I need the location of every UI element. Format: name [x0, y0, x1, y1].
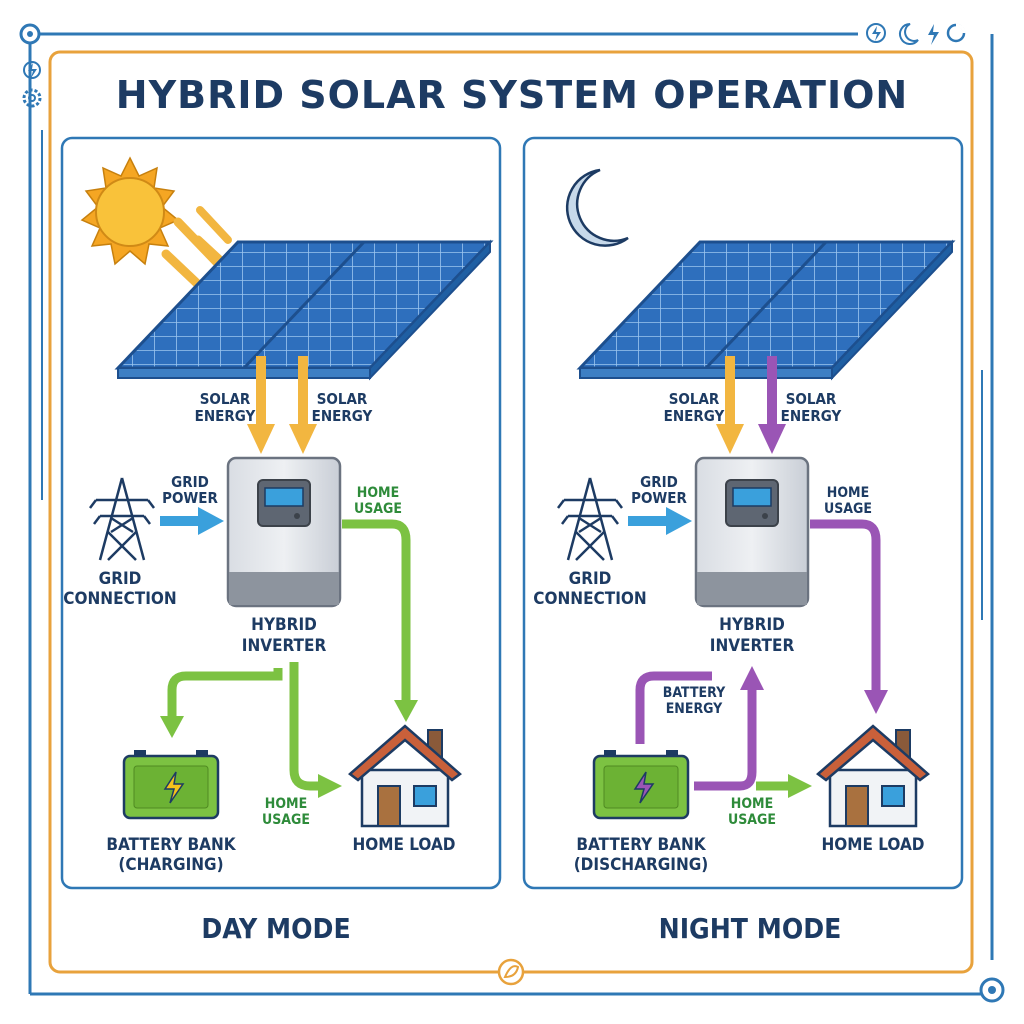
- battery-charging-flow: [167, 668, 283, 720]
- night-mode-label: NIGHT MODE: [659, 912, 842, 945]
- solar-energy-label-right-2: ENERGY: [312, 407, 373, 425]
- day-panel: SOLAR ENERGY SOLAR ENERGY HYBRID INVERTE…: [60, 136, 502, 890]
- battery-icon: [592, 750, 690, 820]
- home-usage-label-bottom-2: USAGE: [262, 812, 310, 828]
- page-title: HYBRID SOLAR SYSTEM OPERATION: [116, 73, 908, 117]
- leaf-icon: [497, 958, 525, 986]
- inverter-label-2: INVERTER: [710, 636, 795, 656]
- solar-panel-icon: [114, 239, 494, 381]
- home-usage-flow-bottom-head: [318, 774, 342, 798]
- battery-energy-flow-up: [694, 686, 757, 791]
- grid-power-label: GRID: [640, 473, 678, 491]
- inverter-label: HYBRID: [251, 615, 317, 635]
- home-usage-flow-bottom-head: [788, 774, 812, 798]
- moon-icon: [565, 168, 629, 247]
- house-icon: [348, 724, 462, 828]
- solar-energy-label-left-2: ENERGY: [664, 407, 725, 425]
- night-panel: SOLAR ENERGY SOLAR ENERGY HYBRID INVERTE…: [522, 136, 964, 890]
- battery-label-2: (CHARGING): [118, 855, 223, 875]
- battery-label: BATTERY BANK: [106, 835, 236, 855]
- grid-power-label-2: POWER: [162, 489, 218, 507]
- battery-energy-label: BATTERY: [663, 685, 726, 701]
- home-load-label: HOME LOAD: [821, 835, 924, 855]
- transmission-tower-icon: [557, 477, 623, 561]
- battery-icon: [122, 750, 220, 820]
- home-usage-flow-top-head: [394, 700, 418, 722]
- home-usage-label-bottom: HOME: [265, 796, 307, 812]
- home-usage-label-top-2: USAGE: [354, 501, 402, 517]
- lightning-icon: [163, 771, 185, 804]
- inverter-icon: [694, 456, 810, 608]
- battery-label: BATTERY BANK: [576, 835, 706, 855]
- home-usage-flow-top: [810, 519, 881, 694]
- home-usage-label-bottom: HOME: [731, 796, 773, 812]
- solar-energy-label-left: SOLAR: [669, 390, 720, 408]
- home-usage-label-bottom-2: USAGE: [728, 812, 776, 828]
- lightning-icon: [633, 771, 655, 804]
- inverter-icon: [226, 456, 342, 608]
- home-load-label: HOME LOAD: [352, 835, 455, 855]
- sun-icon: [80, 156, 180, 266]
- solar-energy-arrows: [247, 356, 317, 454]
- grid-power-arrow: [160, 507, 224, 535]
- solar-energy-label-left-2: ENERGY: [195, 407, 256, 425]
- inverter-label-2: INVERTER: [242, 636, 327, 656]
- solar-energy-label-right: SOLAR: [786, 390, 837, 408]
- grid-connection-label-2: CONNECTION: [63, 589, 176, 609]
- home-usage-flow-top: [342, 519, 411, 704]
- grid-power-arrow: [628, 507, 692, 535]
- battery-charging-flow-head: [160, 716, 184, 738]
- home-usage-label-top: HOME: [357, 485, 399, 501]
- solar-energy-label-right: SOLAR: [317, 390, 368, 408]
- gear-icon: [22, 88, 42, 108]
- day-mode-label: DAY MODE: [201, 912, 350, 945]
- home-usage-flow-top-head: [864, 690, 888, 714]
- lightning-icon: [23, 61, 41, 79]
- home-usage-label-top: HOME: [827, 485, 869, 501]
- grid-power-label: GRID: [171, 473, 209, 491]
- top-right-icons: [866, 23, 966, 45]
- solar-panel-icon: [576, 239, 956, 381]
- grid-connection-label-2: CONNECTION: [533, 589, 646, 609]
- battery-energy-flow-up-head: [740, 666, 764, 690]
- home-usage-label-top-2: USAGE: [824, 501, 872, 517]
- inverter-label: HYBRID: [719, 615, 785, 635]
- battery-energy-flow-left: [635, 671, 712, 744]
- home-usage-flow-bottom: [289, 662, 322, 791]
- solar-energy-label-left: SOLAR: [200, 390, 251, 408]
- battery-label-2: (DISCHARGING): [574, 855, 709, 875]
- grid-connection-label: GRID: [99, 569, 142, 589]
- transmission-tower-icon: [89, 477, 155, 561]
- grid-connection-label: GRID: [569, 569, 612, 589]
- solar-energy-label-right-2: ENERGY: [781, 407, 842, 425]
- house-icon: [816, 724, 930, 828]
- grid-power-label-2: POWER: [631, 489, 687, 507]
- outer-frame: [19, 23, 1005, 1003]
- solar-energy-arrows: [716, 356, 786, 454]
- battery-energy-label-2: ENERGY: [666, 701, 723, 717]
